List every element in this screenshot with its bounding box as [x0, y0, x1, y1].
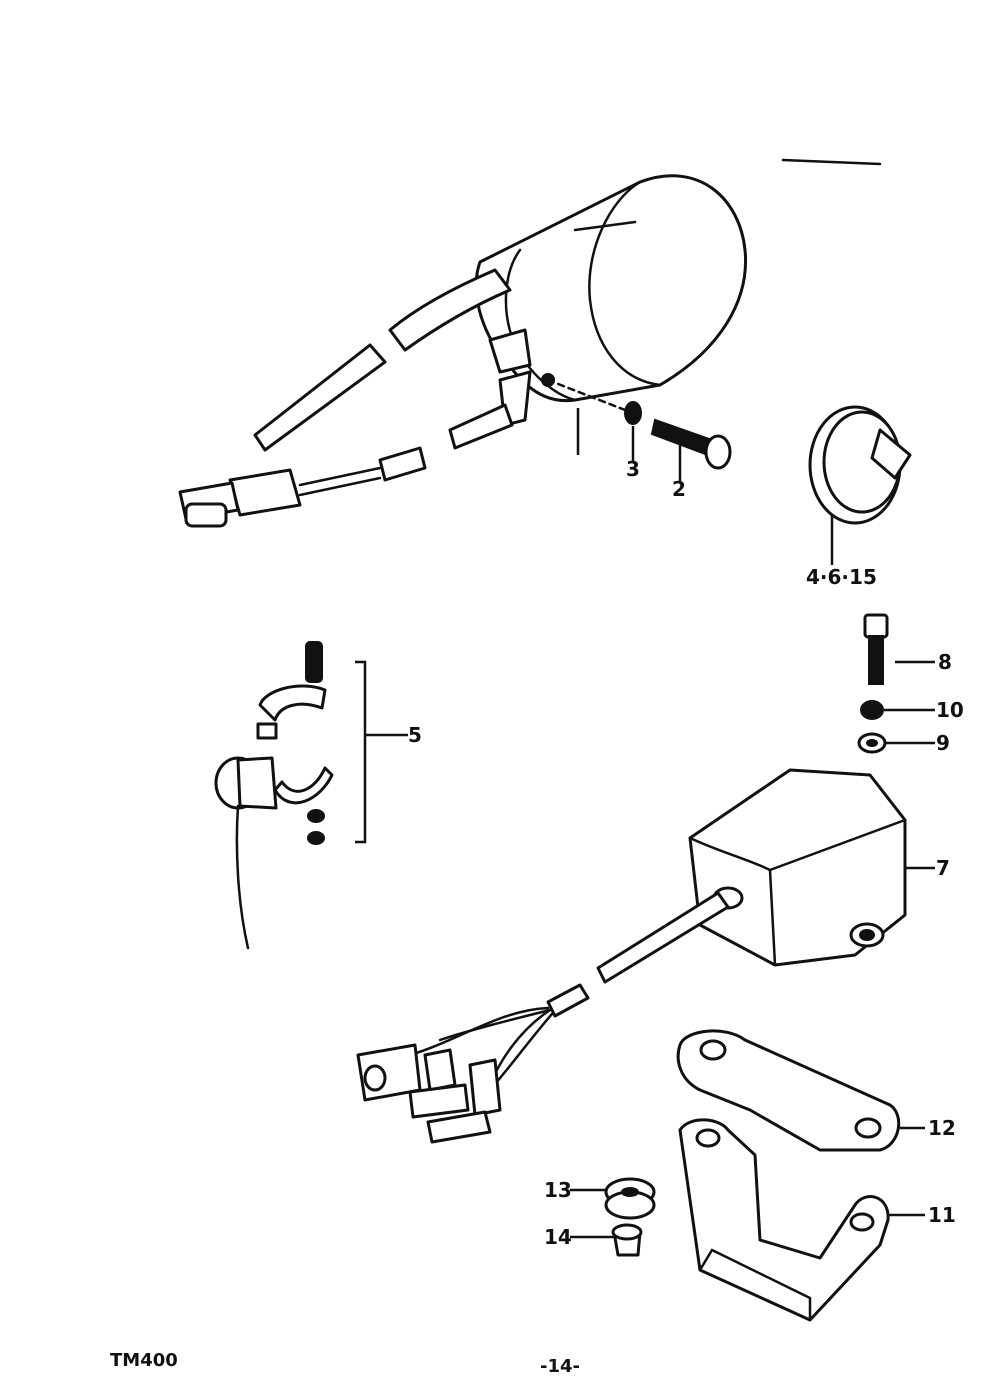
label-part-14: 14: [544, 1225, 572, 1249]
label-part-7: 7: [936, 856, 950, 880]
bracket-part-11: [678, 1118, 925, 1322]
lockwasher-part-10: [860, 700, 935, 720]
hose-clamp: [808, 405, 912, 565]
label-part-13: 13: [544, 1178, 572, 1202]
label-part-5: 5: [408, 723, 422, 747]
model-code: TM400: [110, 1350, 178, 1371]
margin-mark: [781, 158, 882, 166]
label-part-11: 11: [928, 1203, 956, 1227]
grommet-part-13: [570, 1177, 656, 1220]
sensor-assembly: [214, 641, 408, 950]
washer-part-3: [624, 401, 642, 462]
cdi-unit: [356, 768, 935, 1144]
label-part-3: 3: [626, 457, 640, 481]
label-part-2: 2: [672, 477, 686, 501]
collar-part-14: [570, 1223, 643, 1257]
label-part-10: 10: [936, 698, 964, 722]
label-part-4-6-15: 4·6·15: [806, 565, 877, 589]
label-part-8: 8: [938, 650, 952, 674]
page-number: -14-: [540, 1356, 580, 1377]
starter-motor: [178, 174, 748, 528]
label-part-12: 12: [928, 1116, 956, 1140]
mounting-plate-part-12: [676, 1029, 925, 1152]
bolt-part-8: [863, 613, 935, 685]
bolt-part-2: [650, 418, 732, 482]
label-part-9: 9: [936, 731, 950, 755]
washer-part-9: [857, 732, 935, 754]
